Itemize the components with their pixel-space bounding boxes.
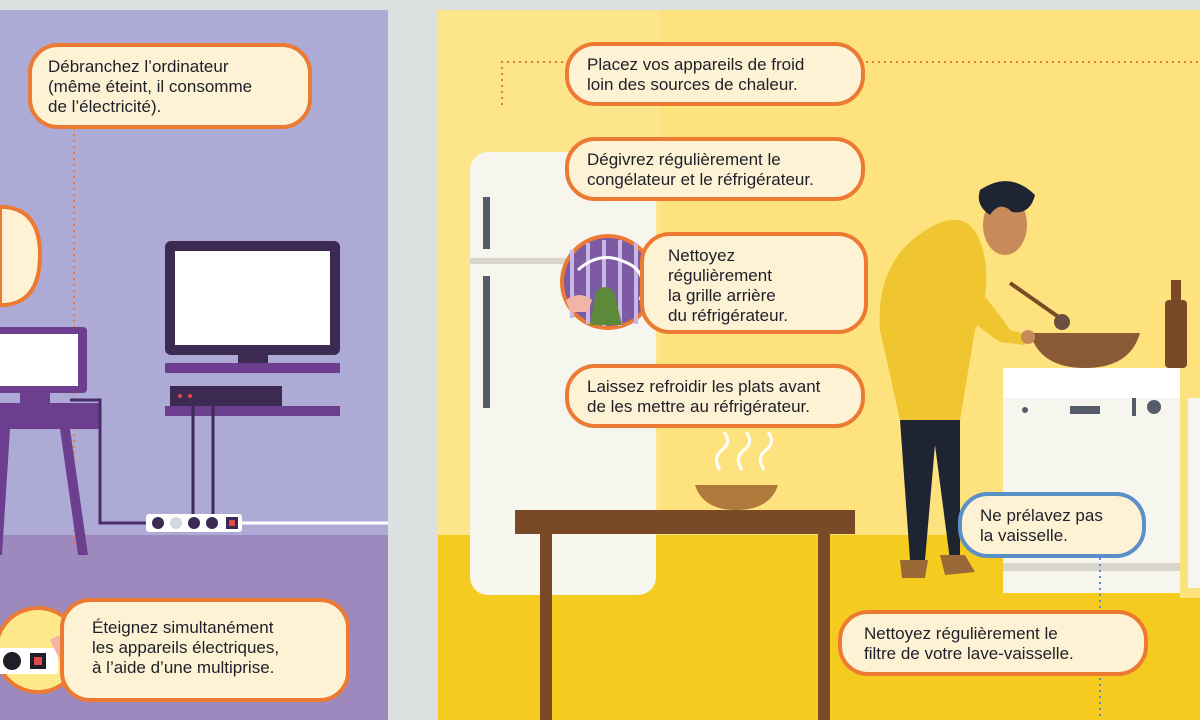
table-icon <box>515 485 855 720</box>
power-strip-closeup-icon <box>0 606 82 694</box>
kitchen-panel <box>438 10 1200 720</box>
tip-prewash-line-1: Ne prélavez pas <box>980 506 1103 525</box>
tip-cold-devices-bubble: Placez vos appareils de froid loin des s… <box>565 42 865 106</box>
tip-filter-bubble: Nettoyez régulièrement le filtre de votr… <box>838 610 1148 676</box>
tip-prewash-bubble: Ne prélavez pas la vaisselle. <box>958 492 1146 558</box>
tip-cool-dishes-line-2: de les mettre au réfrigérateur. <box>587 397 811 416</box>
tv-icon <box>165 241 340 416</box>
tip-computer-line-1: Débranchez l’ordinateur <box>48 57 229 76</box>
tip-computer-bubble: Débranchez l’ordinateur (même éteint, il… <box>28 43 312 129</box>
computer-icon <box>0 327 100 555</box>
tip-cool-dishes-line-1: Laissez refroidir les plats avant <box>587 377 821 396</box>
tip-power-strip-bubble: Éteignez simultanément les appareils éle… <box>60 598 350 702</box>
tip-filter-line-2: filtre de votre lave-vaisselle. <box>864 644 1074 663</box>
tip-power-strip-line-1: Éteignez simultanément <box>92 618 274 637</box>
dishwasher-icon <box>1003 368 1200 598</box>
tip-computer-line-2: (même éteint, il consomme <box>48 77 253 96</box>
tip-cold-devices-line-1: Placez vos appareils de froid <box>587 55 805 74</box>
connector-top <box>501 61 566 105</box>
tip-prewash-line-2: la vaisselle. <box>980 526 1068 545</box>
bottle-icon <box>1165 280 1187 368</box>
grille-icon <box>560 234 656 330</box>
tip-grille-line-4: du réfrigérateur. <box>668 306 789 325</box>
tip-power-strip-line-3: à l’aide d’une multiprise. <box>92 658 275 677</box>
tip-defrost-bubble: Dégivrez régulièrement le congélateur et… <box>565 137 865 201</box>
tip-cool-dishes-bubble: Laissez refroidir les plats avant de les… <box>565 364 865 428</box>
person-cooking-icon <box>879 181 1140 578</box>
steam-icon <box>715 431 773 471</box>
partial-bubble <box>0 205 43 307</box>
tip-grille-bubble: Nettoyez régulièrement la grille arrière… <box>640 232 868 334</box>
tip-grille-line-3: la grille arrière <box>668 286 776 305</box>
tip-defrost-line-2: congélateur et le réfrigérateur. <box>587 170 814 189</box>
power-strip-icon <box>146 514 242 532</box>
tip-defrost-line-1: Dégivrez régulièrement le <box>587 150 781 169</box>
tip-computer-line-3: de l’électricité). <box>48 97 162 116</box>
cable-computer <box>70 398 150 525</box>
tip-grille-line-1: Nettoyez <box>668 246 736 265</box>
tip-power-strip-line-2: les appareils électriques, <box>92 638 280 657</box>
tip-filter-line-1: Nettoyez régulièrement le <box>864 624 1058 643</box>
tip-cold-devices-line-2: loin des sources de chaleur. <box>587 75 798 94</box>
tip-grille-line-2: régulièrement <box>668 266 772 285</box>
